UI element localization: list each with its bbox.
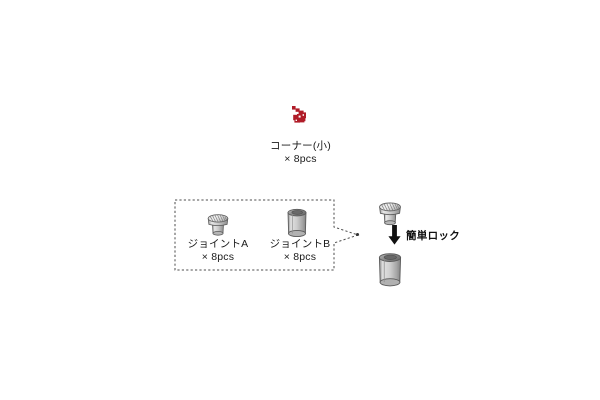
part-joint-a	[203, 211, 233, 242]
part-joint-b	[283, 206, 311, 245]
arrow-down-icon	[388, 225, 401, 250]
part-joint-b-name: ジョイントB	[269, 238, 331, 250]
part-joint-a-name: ジョイントA	[187, 238, 249, 250]
joint-a-cup-icon	[203, 211, 233, 242]
part-joint-a-caption: ジョイントA × 8pcs	[172, 238, 264, 264]
part-corner-small-caption: コーナー(小) × 8pcs	[243, 140, 358, 166]
joint-b-cylinder-icon	[374, 250, 406, 295]
part-joint-a-quantity: × 8pcs	[201, 251, 235, 263]
joint-a-cup-icon	[374, 199, 406, 232]
joint-b-cylinder-icon	[283, 206, 311, 245]
part-joint-b-caption: ジョイントB × 8pcs	[254, 238, 346, 264]
part-corner-small-quantity: × 8pcs	[284, 153, 317, 165]
corner-bracket-icon	[281, 103, 319, 138]
part-corner-small-name: コーナー(小)	[270, 140, 331, 152]
callout-top-part	[374, 199, 406, 232]
callout-tip-dot	[356, 233, 359, 236]
part-corner-small	[281, 103, 319, 138]
callout-lock-label: 簡単ロック	[406, 230, 460, 242]
dashed-callout-box	[174, 199, 360, 271]
callout-bottom-part	[374, 250, 406, 295]
part-joint-b-quantity: × 8pcs	[283, 251, 317, 263]
